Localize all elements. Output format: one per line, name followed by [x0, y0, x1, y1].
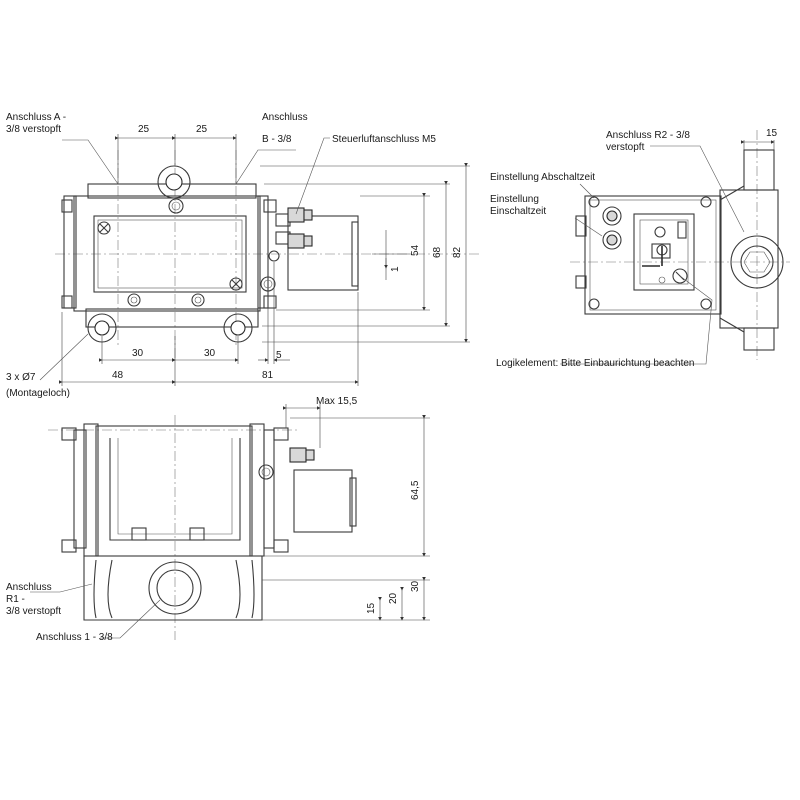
label-einstellung-einschalt-line2: Einschaltzeit — [490, 206, 546, 217]
dim-64-5: 64,5 — [410, 480, 421, 500]
dim-82: 82 — [452, 246, 463, 258]
label-steuerluft: Steuerluftanschluss M5 — [332, 134, 436, 145]
dim-81: 81 — [262, 370, 274, 381]
label-max: Max 15,5 — [316, 396, 358, 407]
label-anschluss-r1-line2: R1 - — [6, 594, 25, 605]
dim-30-left: 30 — [132, 348, 144, 359]
label-anschluss-a-line2: 3/8 verstopft — [6, 124, 61, 135]
dim-48: 48 — [112, 370, 124, 381]
dim-5: 5 — [276, 350, 282, 361]
label-logik: Logikelement: Bitte Einbaurichtung beach… — [496, 358, 694, 369]
dim-15-front: 15 — [366, 602, 377, 614]
label-einstellung-einschalt-line1: Einstellung — [490, 194, 539, 205]
label-anschluss-b-line2: B - 3/8 — [262, 134, 292, 145]
top-view — [39, 134, 480, 386]
front-view — [30, 404, 430, 640]
dim-30-side: 30 — [410, 580, 421, 592]
side-view — [560, 130, 790, 365]
dim-20: 20 — [388, 592, 399, 604]
dim-25-right: 25 — [196, 124, 208, 135]
dim-68: 68 — [432, 246, 443, 258]
labels: Anschluss A - 3/8 verstopft Anschluss B … — [6, 112, 778, 643]
dim-15-right: 15 — [766, 128, 778, 139]
label-anschluss-r2-line2: verstopft — [606, 142, 645, 153]
label-montageloch-line2: (Montageloch) — [6, 388, 70, 399]
label-anschluss-r1-line1: Anschluss — [6, 582, 52, 593]
label-anschluss-1: Anschluss 1 - 3/8 — [36, 632, 113, 643]
dim-30-right: 30 — [204, 348, 216, 359]
label-anschluss-r2-line1: Anschluss R2 - 3/8 — [606, 130, 690, 141]
label-anschluss-a-line1: Anschluss A - — [6, 112, 66, 123]
label-montageloch-line1: 3 x Ø7 — [6, 372, 36, 383]
dim-54: 54 — [410, 244, 421, 256]
dim-25-left: 25 — [138, 124, 150, 135]
label-anschluss-b-line1: Anschluss — [262, 112, 308, 123]
label-einstellung-abschalt: Einstellung Abschaltzeit — [490, 172, 595, 183]
dim-1: 1 — [390, 266, 401, 272]
label-anschluss-r1-line3: 3/8 verstopft — [6, 606, 61, 617]
